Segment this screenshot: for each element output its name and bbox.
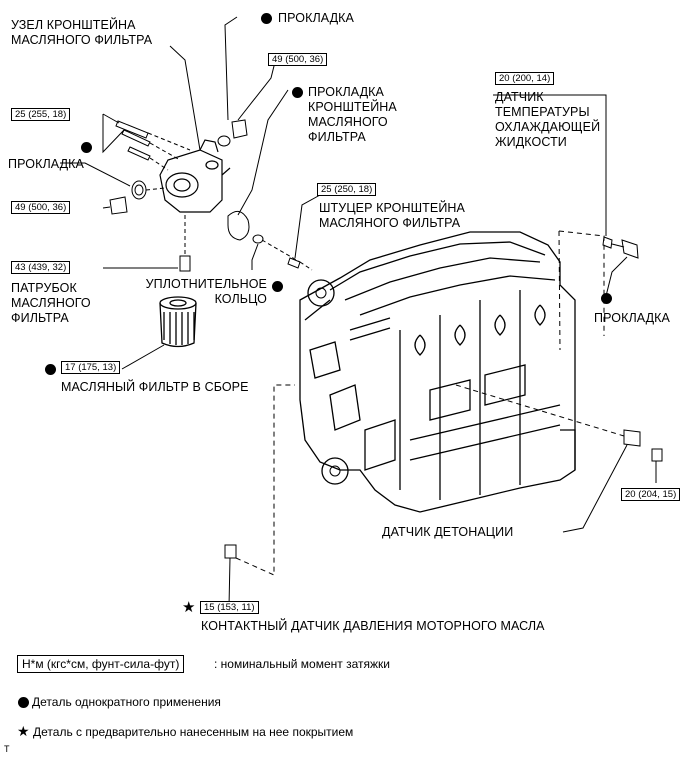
- label-filter-pipe-line3: ФИЛЬТРА: [11, 311, 69, 325]
- label-bracket-assy-line2: МАСЛЯНОГО ФИЛЬТРА: [11, 33, 153, 47]
- label-gasket-right: ПРОКЛАДКА: [594, 311, 670, 325]
- oil-filter-bracket: [159, 139, 231, 213]
- label-oil-filter: МАСЛЯНЫЙ ФИЛЬТР В СБОРЕ: [61, 380, 249, 394]
- legend-precoated: Деталь с предварительно нанесенным на не…: [33, 725, 354, 739]
- label-filter-pipe: ПАТРУБОК МАСЛЯНОГО ФИЛЬТРА: [11, 281, 91, 326]
- non-reusable-dot-icon: [261, 13, 272, 24]
- label-oil-pressure-switch: КОНТАКТНЫЙ ДАТЧИК ДАВЛЕНИЯ МОТОРНОГО МАС…: [201, 619, 545, 633]
- torque-25-bolts: 25 (255, 18): [11, 108, 71, 121]
- label-filter-pipe-line1: ПАТРУБОК: [11, 281, 77, 295]
- torque-17-filter: 17 (175, 13): [61, 361, 121, 374]
- label-o-ring: УПЛОТНИТЕЛЬНОЕ КОЛЬЦО: [139, 277, 267, 307]
- torque-15-switch: 15 (153, 11): [200, 601, 259, 614]
- label-bracket-assy-line1: УЗЕЛ КРОНШТЕЙНА: [11, 18, 136, 32]
- label-o-ring-line1: УПЛОТНИТЕЛЬНОЕ: [145, 277, 267, 291]
- legend-star-icon: ★: [17, 723, 30, 739]
- label-coolant-sensor-line4: ЖИДКОСТИ: [495, 135, 567, 149]
- label-bracket-gasket-line1: ПРОКЛАДКА: [308, 85, 384, 99]
- label-bracket-gasket-line2: КРОНШТЕЙНА: [308, 100, 397, 114]
- leader-lines: [60, 16, 657, 608]
- label-union-line2: МАСЛЯНОГО ФИЛЬТРА: [319, 216, 461, 230]
- torque-49-left: 49 (500, 36): [11, 201, 71, 214]
- legend-unit-desc: : номинальный момент затяжки: [214, 657, 390, 671]
- footer-mark: T: [4, 744, 10, 754]
- label-filter-pipe-line2: МАСЛЯНОГО: [11, 296, 91, 310]
- non-reusable-dot-icon: [45, 364, 56, 375]
- label-coolant-sensor-line2: ТЕМПЕРАТУРЫ: [495, 105, 590, 119]
- torque-25-union: 25 (250, 18): [317, 183, 377, 196]
- label-coolant-sensor: ДАТЧИК ТЕМПЕРАТУРЫ ОХЛАЖДАЮЩЕЙ ЖИДКОСТИ: [495, 90, 600, 150]
- label-o-ring-line2: КОЛЬЦО: [214, 292, 267, 306]
- label-coolant-sensor-line3: ОХЛАЖДАЮЩЕЙ: [495, 120, 601, 134]
- torque-49-top: 49 (500, 36): [268, 53, 328, 66]
- cam-sprocket: [307, 279, 335, 307]
- torque-43-pipe: 43 (439, 32): [11, 261, 71, 274]
- label-bracket-gasket-line4: ФИЛЬТРА: [308, 130, 366, 144]
- non-reusable-dot-icon: [272, 281, 283, 292]
- label-bracket-gasket: ПРОКЛАДКА КРОНШТЕЙНА МАСЛЯНОГО ФИЛЬТРА: [308, 85, 397, 145]
- legend-non-reusable: Деталь однократного применения: [32, 695, 221, 709]
- label-coolant-sensor-line1: ДАТЧИК: [495, 90, 544, 104]
- label-gasket-left: ПРОКЛАДКА: [8, 157, 84, 171]
- label-knock-sensor: ДАТЧИК ДЕТОНАЦИИ: [382, 525, 514, 539]
- torque-20-coolant: 20 (200, 14): [495, 72, 555, 85]
- bracket-bolts: [115, 120, 191, 171]
- oil-filter-shape: [159, 296, 197, 348]
- non-reusable-dot-icon: [601, 293, 612, 304]
- label-bracket-assy: УЗЕЛ КРОНШТЕЙНА МАСЛЯНОГО ФИЛЬТРА: [11, 18, 152, 48]
- label-union: ШТУЦЕР КРОНШТЕЙНА МАСЛЯНОГО ФИЛЬТРА: [319, 201, 465, 231]
- precoated-star-icon: ★: [182, 599, 196, 616]
- label-union-line1: ШТУЦЕР КРОНШТЕЙНА: [319, 201, 465, 215]
- non-reusable-dot-icon: [292, 87, 303, 98]
- non-reusable-dot-icon: [81, 142, 92, 153]
- label-gasket-top: ПРОКЛАДКА: [278, 11, 354, 25]
- legend-unit-box: Н*м (кгс*см, фунт-сила-фут): [17, 655, 185, 673]
- label-bracket-gasket-line3: МАСЛЯНОГО: [308, 115, 388, 129]
- engine-block: [299, 231, 576, 513]
- legend-dot-icon: [18, 697, 29, 708]
- torque-20-knock: 20 (204, 15): [621, 488, 681, 501]
